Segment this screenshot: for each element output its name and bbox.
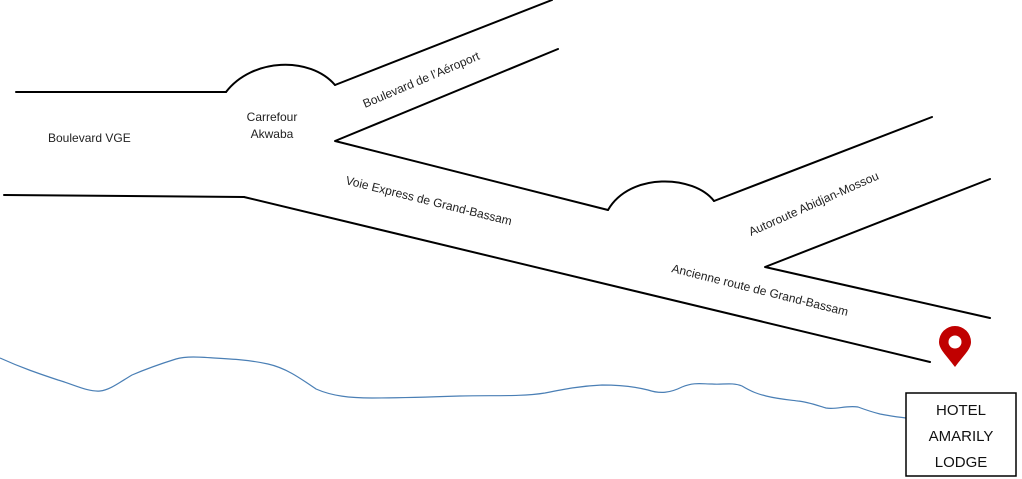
hotel-box[interactable]: HOTEL AMARILY LODGE	[905, 392, 1017, 477]
autoroute-south-edge	[764, 178, 991, 319]
voie-express-arc	[607, 180, 715, 211]
hotel-box-border	[905, 392, 1017, 477]
label-boulevard-vge: Boulevard VGE	[48, 131, 131, 145]
coastline	[0, 356, 907, 419]
label-voie-express: Voie Express de Grand-Bassam	[344, 173, 513, 228]
hotel-name-line2: AMARILY	[929, 428, 994, 445]
label-autoroute: Autoroute Abidjan-Mossou	[747, 169, 881, 239]
boulevard-vge-south-edge	[3, 194, 245, 198]
hotel-name-line1: HOTEL	[936, 402, 986, 419]
hotel-name-line3: LODGE	[935, 454, 988, 471]
boulevard-aeroport-south-edge	[334, 48, 609, 211]
labels: Boulevard VGE Carrefour Akwaba Boulevard…	[48, 49, 881, 319]
roads	[3, 0, 991, 363]
label-boulevard-aeroport: Boulevard de l’Aéroport	[361, 49, 483, 111]
label-carrefour-line2: Akwaba	[251, 127, 294, 141]
label-ancienne-route: Ancienne route de Grand-Bassam	[670, 261, 849, 318]
map-pin-icon[interactable]	[939, 326, 971, 367]
autoroute-north-edge	[713, 116, 933, 202]
carrefour-akwaba-arc	[225, 63, 336, 93]
ancienne-route-south-edge	[243, 196, 931, 363]
label-carrefour-line1: Carrefour	[247, 110, 298, 124]
boulevard-aeroport-north-edge	[334, 0, 553, 86]
